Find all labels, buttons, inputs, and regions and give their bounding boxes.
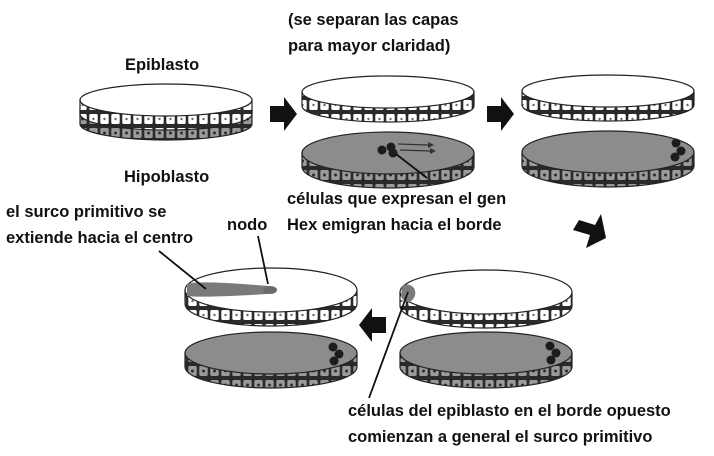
hypoblast-disc [301, 131, 475, 189]
stage-streak-begins [399, 269, 573, 389]
stage-bilayer-disc [79, 83, 253, 141]
pointer-line [257, 235, 269, 285]
left-arrow-icon [359, 308, 386, 342]
hypoblast-disc [184, 331, 358, 389]
hypoblast-label: Hipoblasto [124, 168, 209, 186]
hex-cells [670, 138, 686, 162]
pointer-line [395, 153, 428, 179]
streak-note-line2: extiende hacia el centro [6, 229, 193, 247]
streak-note-line1: el surco primitivo se [6, 203, 166, 221]
hypoblast-disc [399, 331, 573, 389]
hex-cells [328, 342, 344, 366]
node [263, 286, 277, 294]
stage-hex-at-edge [521, 74, 695, 188]
hex-note-line2: Hex emigran hacia el borde [287, 216, 502, 234]
epiblast-cells-note-line1: células del epiblasto en el borde opuest… [348, 402, 671, 420]
hex-note-line1: células que expresan el gen [287, 190, 506, 208]
epiblast-disc [521, 74, 695, 122]
hex-cells [545, 341, 561, 365]
down-left-arrow-icon [573, 214, 606, 248]
epiblast-label: Epiblasto [125, 56, 199, 74]
primitive-streak [187, 282, 268, 297]
hex-cells [377, 142, 436, 158]
hypoblast-disc [521, 130, 695, 188]
epiblast-cells-note-line2: comienzan a general el surco primitivo [348, 428, 652, 446]
right-arrow-icon [270, 97, 297, 131]
right-arrow-icon [487, 97, 514, 131]
pointer-line [158, 250, 207, 290]
separated-note-line1: (se separan las capas [288, 11, 459, 29]
pointer-line [368, 291, 409, 399]
stage-streak-extends [184, 267, 358, 389]
stage-layers-separated [301, 75, 475, 189]
epiblast-disc [399, 269, 573, 329]
epiblast-disc [301, 75, 475, 123]
epiblast-disc [184, 267, 358, 327]
separated-note-line2: para mayor claridad) [288, 37, 450, 55]
epiblast-disc [79, 83, 253, 131]
node-label: nodo [227, 216, 267, 234]
